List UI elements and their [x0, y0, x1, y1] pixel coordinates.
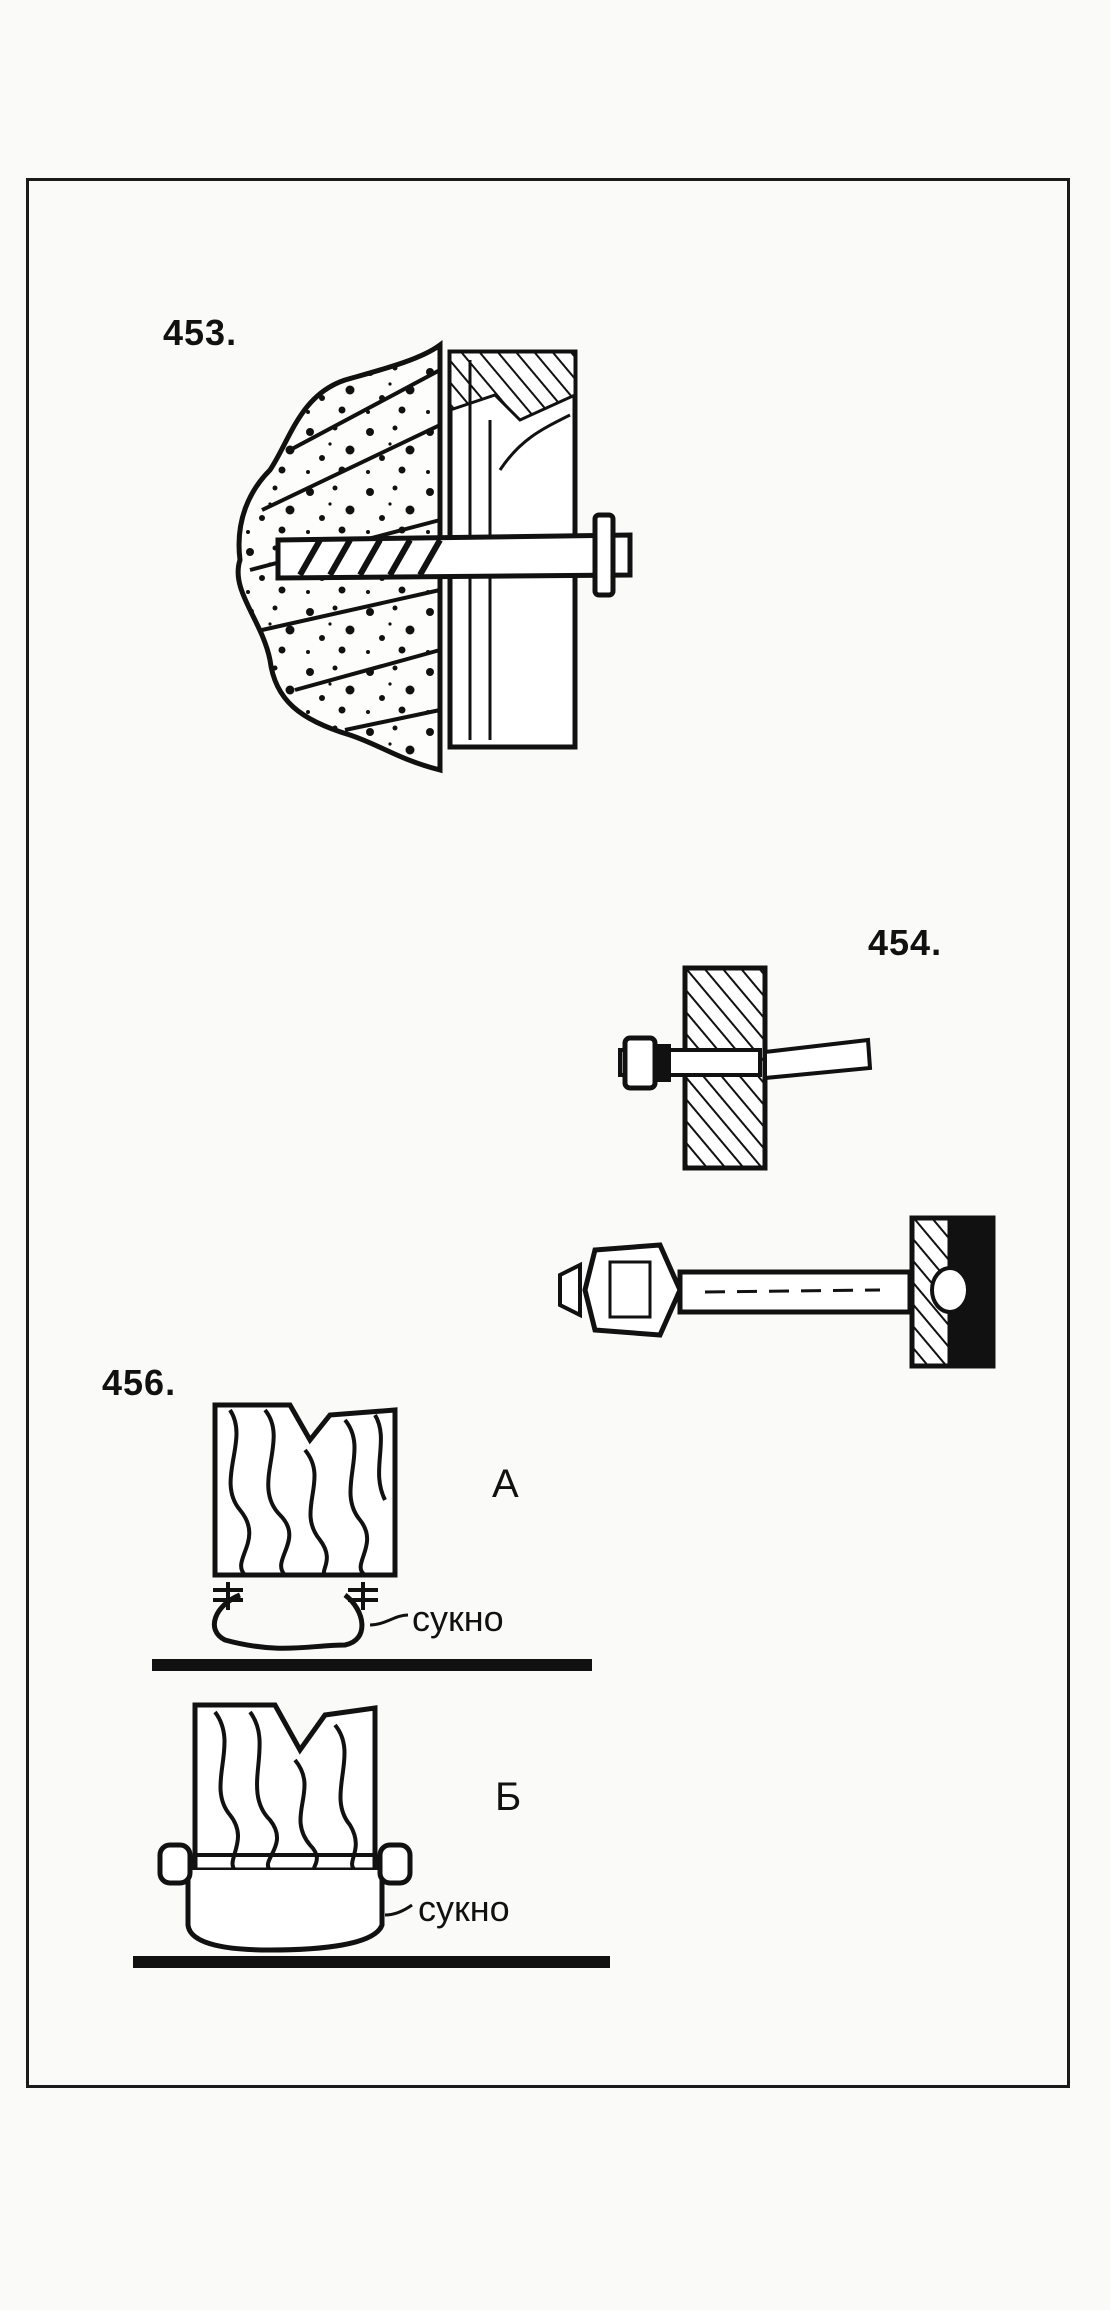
cloth-strip-b — [185, 1870, 385, 1953]
cloth-strip-a — [211, 1592, 365, 1651]
variant-a-label: А — [492, 1462, 519, 1506]
wood-leg-a — [212, 1402, 398, 1578]
variant-b-label: Б — [495, 1775, 522, 1819]
figure-454-bottom-drawing — [558, 1215, 996, 1369]
figure-456-number: 456. — [102, 1362, 177, 1403]
variant-a-cloth-label: сукно — [412, 1598, 504, 1639]
toggle-wings — [763, 1037, 873, 1081]
rod-thread-coils — [297, 538, 443, 577]
page-frame — [26, 178, 1070, 2088]
figure-454-number: 454. — [868, 922, 943, 963]
figure-454-top-drawing — [618, 965, 873, 1171]
wood-grain-a — [228, 1408, 387, 1577]
figure-453-number: 453. — [163, 312, 238, 353]
rod-nut — [592, 512, 616, 598]
figure-456b-drawing — [133, 1702, 610, 1968]
variant-b-cloth-label: сукно — [418, 1888, 510, 1929]
figure-456a-drawing — [152, 1402, 592, 1671]
tack-marks-a — [213, 1582, 378, 1610]
figure-453-drawing — [235, 340, 633, 774]
